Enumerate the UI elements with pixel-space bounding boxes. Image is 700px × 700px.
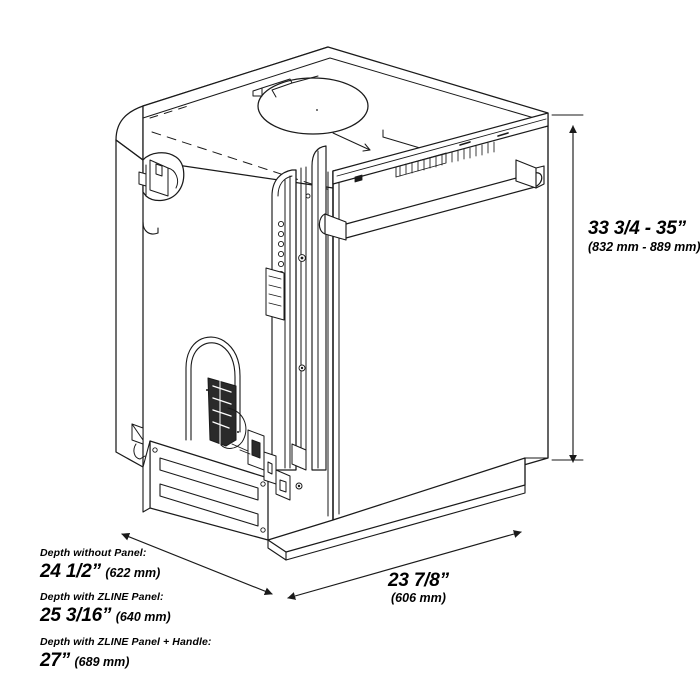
depth-with-panel-metric-value: (640 mm) [115, 609, 171, 624]
top-panel-tick-marks [382, 129, 421, 149]
height-dimension-line [551, 114, 584, 463]
control-panel-strip [332, 112, 549, 185]
rail-latch-block [265, 267, 285, 321]
height-metric-value: (832 mm - 889 mm) [588, 240, 700, 255]
depth-without-panel-caption: Depth without Panel: [40, 547, 147, 559]
control-panel-leader-line [332, 132, 371, 152]
depth-with-panel-handle-metric-value: (689 mm) [74, 654, 130, 669]
side-panel-notch-mark [142, 221, 159, 235]
height-imperial-value: 33 3/4 - 35” [588, 218, 686, 239]
depth-without-panel-imperial-value: 24 1/2” [40, 560, 101, 582]
depth-dimension-line [121, 532, 273, 596]
width-dimension-line [287, 530, 522, 600]
top-panel-circular-cutout [252, 75, 369, 135]
depth-without-panel-metric-value: (622 mm) [105, 565, 161, 580]
width-metric-value: (606 mm) [391, 591, 446, 606]
top-panel-edge-dashes [149, 105, 189, 119]
depth-without-panel-label: Depth without Panel: 24 1/2” (622 mm) [40, 547, 161, 582]
base-plinth [142, 440, 549, 561]
depth-with-panel-handle-caption: Depth with ZLINE Panel + Handle: [40, 636, 212, 648]
internal-sump-outline [206, 389, 247, 449]
side-mounting-bracket [138, 152, 185, 202]
depth-with-panel-label: Depth with ZLINE Panel: 25 3/16” (640 mm… [40, 591, 171, 626]
width-imperial-value: 23 7/8” [388, 570, 449, 591]
door-handle [318, 159, 545, 241]
internal-drain-hose [185, 336, 241, 441]
internal-manifold-block [207, 377, 237, 447]
door-lower-hardware [231, 429, 307, 501]
depth-with-panel-handle-label: Depth with ZLINE Panel + Handle: 27” (68… [40, 636, 212, 671]
depth-with-panel-imperial-value: 25 3/16” [40, 604, 112, 626]
depth-with-panel-caption: Depth with ZLINE Panel: [40, 591, 164, 603]
width-dimension-label: 23 7/8” (606 mm) [388, 570, 449, 605]
base-left-foot [131, 423, 146, 460]
depth-with-panel-handle-imperial-value: 27” [40, 649, 71, 671]
height-dimension-label: 33 3/4 - 35” (832 mm - 889 mm) [588, 218, 700, 254]
